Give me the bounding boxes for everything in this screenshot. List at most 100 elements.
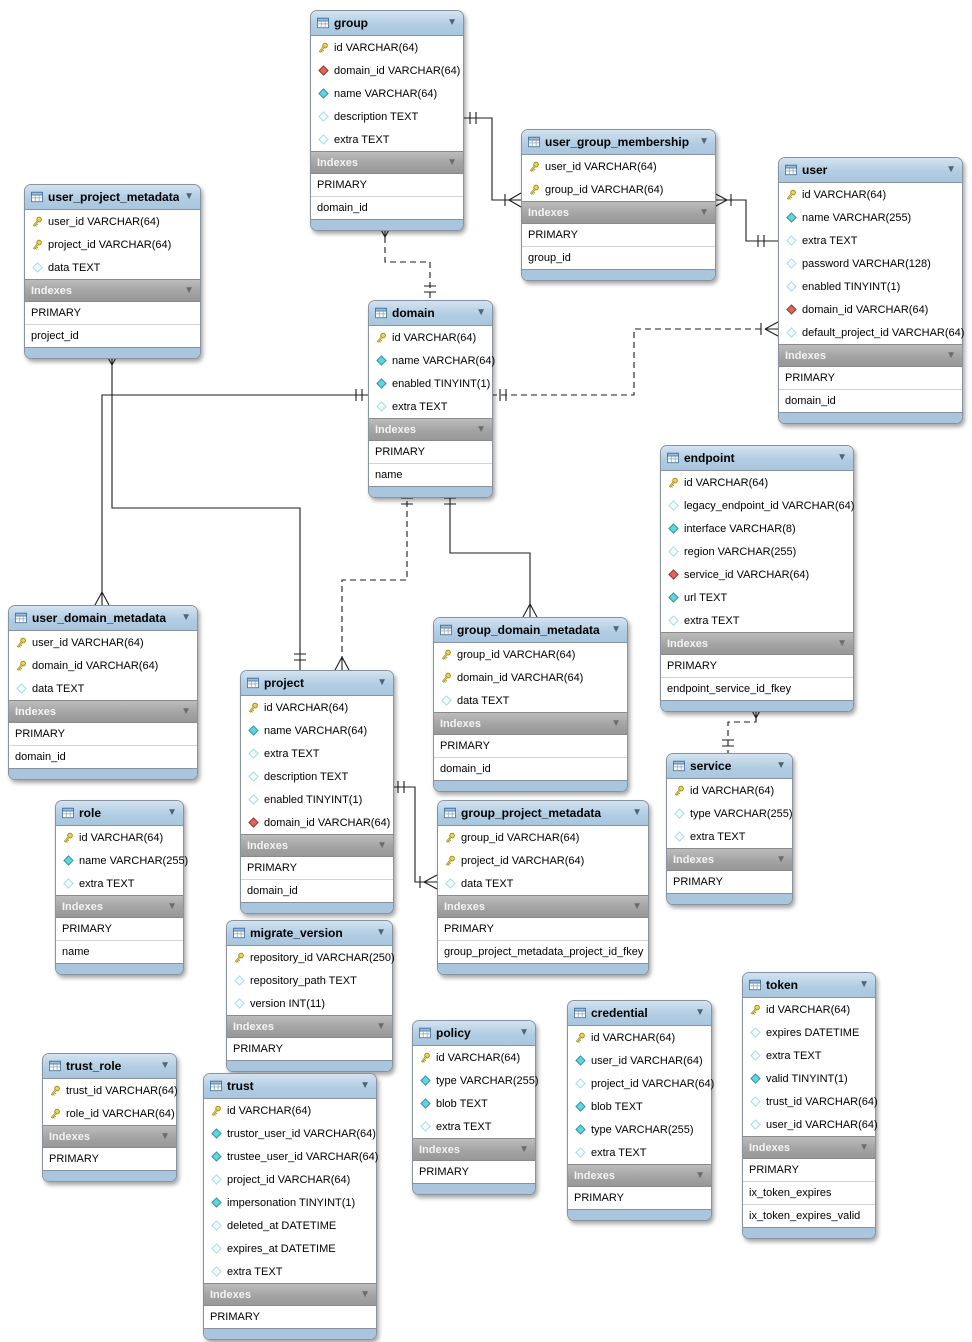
- column-name[interactable]: name VARCHAR(64): [311, 82, 463, 105]
- table-header-credential[interactable]: credential▼: [568, 1001, 711, 1026]
- table-header-user_project_metadata[interactable]: user_project_metadata▼: [25, 185, 200, 210]
- table-header-endpoint[interactable]: endpoint▼: [661, 446, 853, 471]
- collapse-columns-icon[interactable]: ▼: [476, 307, 486, 318]
- index-row[interactable]: domain_id: [434, 757, 627, 780]
- table-header-policy[interactable]: policy▼: [413, 1021, 535, 1046]
- column-project_id[interactable]: project_id VARCHAR(64): [204, 1168, 376, 1191]
- column-group_id[interactable]: group_id VARCHAR(64): [434, 643, 627, 666]
- rel-group-to-domain[interactable]: [377, 223, 436, 300]
- column-region[interactable]: region VARCHAR(255): [661, 540, 853, 563]
- table-header-user[interactable]: user▼: [779, 158, 962, 183]
- column-group_id[interactable]: group_id VARCHAR(64): [438, 826, 648, 849]
- column-name[interactable]: name VARCHAR(64): [241, 719, 393, 742]
- collapse-columns-icon[interactable]: ▼: [776, 760, 786, 771]
- column-expires_at[interactable]: expires_at DATETIME: [204, 1237, 376, 1260]
- column-blob[interactable]: blob TEXT: [568, 1095, 711, 1118]
- table-group_project_metadata[interactable]: group_project_metadata▼group_id VARCHAR(…: [437, 800, 649, 975]
- table-role[interactable]: role▼id VARCHAR(64)name VARCHAR(255)extr…: [55, 800, 188, 975]
- collapse-indexes-icon[interactable]: ▼: [611, 717, 621, 729]
- column-domain_id[interactable]: domain_id VARCHAR(64): [9, 654, 197, 677]
- collapse-indexes-icon[interactable]: ▼: [519, 1143, 529, 1155]
- index-row[interactable]: PRIMARY: [15, 728, 65, 740]
- column-id[interactable]: id VARCHAR(64): [661, 471, 853, 494]
- index-row[interactable]: PRIMARY: [375, 446, 425, 458]
- column-extra[interactable]: extra TEXT: [204, 1260, 376, 1283]
- index-row[interactable]: PRIMARY: [440, 740, 490, 752]
- column-deleted_at[interactable]: deleted_at DATETIME: [204, 1214, 376, 1237]
- column-repository_path[interactable]: repository_path TEXT: [227, 969, 392, 992]
- column-extra[interactable]: extra TEXT: [779, 229, 962, 252]
- indexes-bar[interactable]: Indexes▼: [25, 279, 200, 302]
- table-header-group_project_metadata[interactable]: group_project_metadata▼: [438, 801, 648, 826]
- index-row[interactable]: PRIMARY: [317, 179, 367, 191]
- rel-domain-to-group_domain_metadata-line[interactable]: [449, 491, 531, 604]
- column-extra[interactable]: extra TEXT: [56, 872, 183, 895]
- column-type[interactable]: type VARCHAR(255): [667, 802, 793, 825]
- column-enabled[interactable]: enabled TINYINT(1): [241, 788, 393, 811]
- column-extra[interactable]: extra TEXT: [369, 395, 492, 418]
- column-id[interactable]: id VARCHAR(64): [241, 696, 393, 719]
- collapse-indexes-icon[interactable]: ▼: [476, 423, 486, 435]
- table-header-token[interactable]: token▼: [743, 973, 875, 998]
- column-extra[interactable]: extra TEXT: [311, 128, 463, 151]
- table-header-user_group_membership[interactable]: user_group_membership▼: [522, 130, 715, 155]
- index-row[interactable]: name: [369, 463, 492, 486]
- column-user_id[interactable]: user_id VARCHAR(64): [522, 155, 715, 178]
- column-user_id[interactable]: user_id VARCHAR(64): [568, 1049, 711, 1072]
- indexes-bar[interactable]: Indexes▼: [311, 151, 463, 174]
- collapse-indexes-icon[interactable]: ▼: [859, 1141, 869, 1153]
- column-extra[interactable]: extra TEXT: [568, 1141, 711, 1164]
- column-data[interactable]: data TEXT: [434, 689, 627, 712]
- column-data[interactable]: data TEXT: [9, 677, 197, 700]
- rel-project-to-group_project_metadata[interactable]: [392, 781, 438, 890]
- collapse-indexes-icon[interactable]: ▼: [837, 637, 847, 649]
- indexes-bar[interactable]: Indexes▼: [568, 1164, 711, 1187]
- collapse-indexes-icon[interactable]: ▼: [181, 705, 191, 717]
- index-row[interactable]: ix_token_expires_valid: [743, 1204, 875, 1227]
- table-policy[interactable]: policy▼id VARCHAR(64)type VARCHAR(255)bl…: [412, 1020, 539, 1195]
- collapse-columns-icon[interactable]: ▼: [699, 136, 709, 147]
- collapse-indexes-icon[interactable]: ▼: [946, 349, 956, 361]
- column-impersonation[interactable]: impersonation TINYINT(1): [204, 1191, 376, 1214]
- column-trustor_user_id[interactable]: trustor_user_id VARCHAR(64): [204, 1122, 376, 1145]
- column-role_id[interactable]: role_id VARCHAR(64): [43, 1102, 176, 1125]
- table-migrate_version[interactable]: migrate_version▼repository_id VARCHAR(25…: [226, 920, 395, 1072]
- column-user_id[interactable]: user_id VARCHAR(64): [743, 1113, 878, 1136]
- column-enabled[interactable]: enabled TINYINT(1): [369, 372, 492, 395]
- collapse-indexes-icon[interactable]: ▼: [376, 1020, 386, 1032]
- table-credential[interactable]: credential▼id VARCHAR(64)user_id VARCHAR…: [567, 1000, 714, 1221]
- indexes-bar[interactable]: Indexes▼: [667, 848, 792, 871]
- column-id[interactable]: id VARCHAR(64): [204, 1099, 376, 1122]
- column-blob[interactable]: blob TEXT: [413, 1092, 535, 1115]
- collapse-columns-icon[interactable]: ▼: [519, 1027, 529, 1038]
- collapse-indexes-icon[interactable]: ▼: [776, 853, 786, 865]
- index-row[interactable]: PRIMARY: [419, 1166, 469, 1178]
- index-row[interactable]: PRIMARY: [62, 923, 112, 935]
- rel-group-to-domain-line[interactable]: [384, 237, 431, 300]
- rel-endpoint-to-service[interactable]: [722, 704, 764, 753]
- indexes-bar[interactable]: Indexes▼: [241, 834, 393, 857]
- column-group_id[interactable]: group_id VARCHAR(64): [522, 178, 715, 201]
- indexes-bar[interactable]: Indexes▼: [413, 1138, 535, 1161]
- column-url[interactable]: url TEXT: [661, 586, 853, 609]
- index-row[interactable]: domain_id: [779, 389, 962, 412]
- collapse-indexes-icon[interactable]: ▼: [699, 206, 709, 218]
- column-id[interactable]: id VARCHAR(64): [56, 826, 183, 849]
- column-extra[interactable]: extra TEXT: [667, 825, 792, 848]
- index-row[interactable]: PRIMARY: [749, 1164, 799, 1176]
- rel-group-to-user_group_membership-line[interactable]: [462, 117, 509, 201]
- table-header-migrate_version[interactable]: migrate_version▼: [227, 921, 392, 946]
- column-domain_id[interactable]: domain_id VARCHAR(64): [311, 59, 463, 82]
- collapse-indexes-icon[interactable]: ▼: [160, 1130, 170, 1142]
- collapse-indexes-icon[interactable]: ▼: [167, 900, 177, 912]
- table-header-trust_role[interactable]: trust_role▼: [43, 1054, 176, 1079]
- column-id[interactable]: id VARCHAR(64): [369, 326, 492, 349]
- column-default_project_id[interactable]: default_project_id VARCHAR(64): [779, 321, 964, 344]
- column-valid[interactable]: valid TINYINT(1): [743, 1067, 875, 1090]
- index-row[interactable]: PRIMARY: [673, 876, 723, 888]
- index-row[interactable]: name: [56, 940, 183, 963]
- column-password[interactable]: password VARCHAR(128): [779, 252, 962, 275]
- rel-group-to-user_group_membership[interactable]: [462, 112, 522, 208]
- table-header-project[interactable]: project▼: [241, 671, 393, 696]
